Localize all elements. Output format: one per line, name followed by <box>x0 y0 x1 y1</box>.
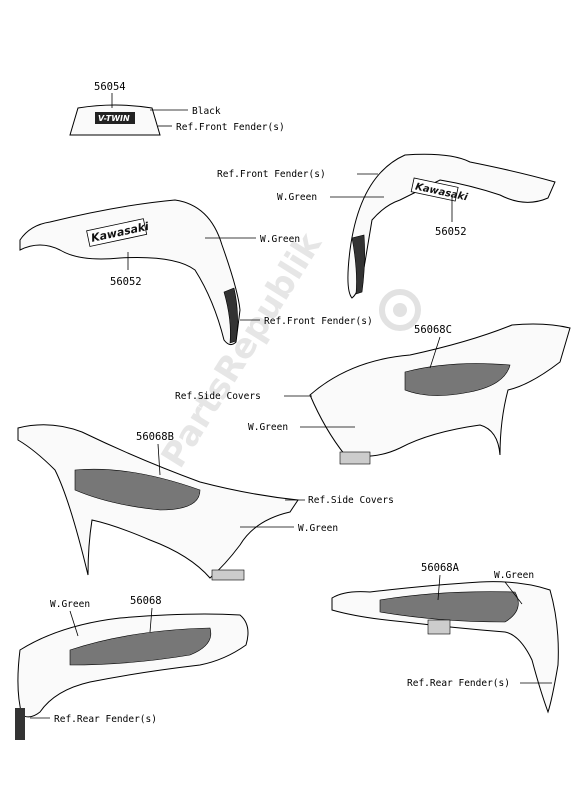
label-w-green-side-right: W.Green <box>248 422 288 433</box>
vtwin-decal: V-TWIN <box>98 114 130 123</box>
label-ref-front-fender-top: Ref.Front Fender(s) <box>176 122 285 133</box>
part-number-56068: 56068 <box>130 595 162 607</box>
label-w-green-right-front: W.Green <box>277 192 317 203</box>
part-number-56052-right: 56052 <box>435 226 467 238</box>
part-number-56068C: 56068C <box>414 324 452 336</box>
side-cover-left <box>17 424 299 581</box>
label-ref-rear-fender-left: Ref.Rear Fender(s) <box>54 714 157 725</box>
label-w-green-left-front: W.Green <box>260 234 300 245</box>
watermark-gear-icon <box>379 289 421 331</box>
label-ref-side-covers-right: Ref.Side Covers <box>175 391 261 402</box>
label-w-green-rear-left: W.Green <box>50 599 90 610</box>
part-number-56068B: 56068B <box>136 431 174 443</box>
side-cover-right <box>309 323 571 465</box>
part-number-56068A: 56068A <box>421 562 460 574</box>
emblem-56054: V-TWIN <box>69 104 161 136</box>
label-w-green-side-left: W.Green <box>298 523 338 534</box>
part-number-56054: 56054 <box>94 81 126 93</box>
label-ref-front-fender-mid: Ref.Front Fender(s) <box>264 316 373 327</box>
label-ref-rear-fender-right: Ref.Rear Fender(s) <box>407 678 510 689</box>
label-ref-side-covers-left: Ref.Side Covers <box>308 495 394 506</box>
label-black: Black <box>192 106 221 117</box>
rear-fender-left <box>15 613 249 740</box>
label-w-green-rear-right: W.Green <box>494 570 534 581</box>
part-number-56052-left: 56052 <box>110 276 142 288</box>
label-ref-front-fender-right: Ref.Front Fender(s) <box>217 169 326 180</box>
rear-fender-right <box>331 581 559 714</box>
front-fender-left: Kawasaki <box>19 199 241 346</box>
